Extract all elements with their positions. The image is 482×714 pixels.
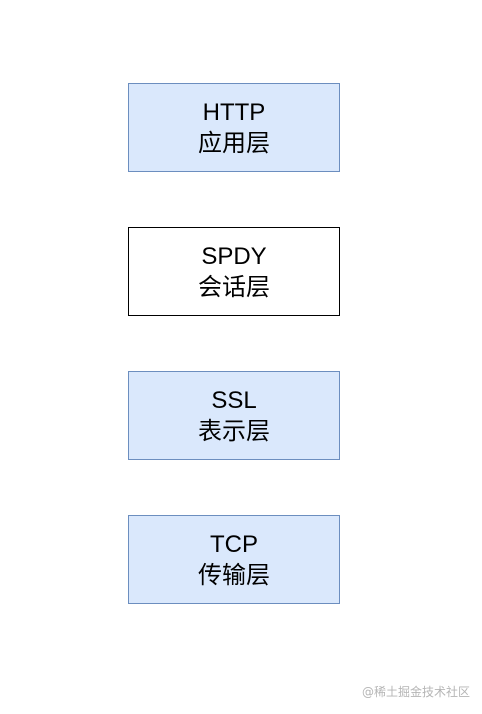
layer-protocol-label: SSL	[211, 386, 257, 414]
layer-name-label: 应用层	[198, 129, 270, 157]
layer-name-label: 传输层	[198, 561, 270, 589]
layer-box-tcp: TCP 传输层	[128, 515, 340, 604]
layer-protocol-label: HTTP	[202, 98, 266, 126]
layer-box-ssl: SSL 表示层	[128, 371, 340, 460]
layer-protocol-label: SPDY	[201, 242, 267, 270]
layer-name-label: 会话层	[198, 273, 270, 301]
layer-box-http: HTTP 应用层	[128, 83, 340, 172]
layer-box-spdy: SPDY 会话层	[128, 227, 340, 316]
layer-name-label: 表示层	[198, 417, 270, 445]
layer-protocol-label: TCP	[210, 530, 258, 558]
watermark: @稀土掘金技术社区	[361, 685, 470, 699]
